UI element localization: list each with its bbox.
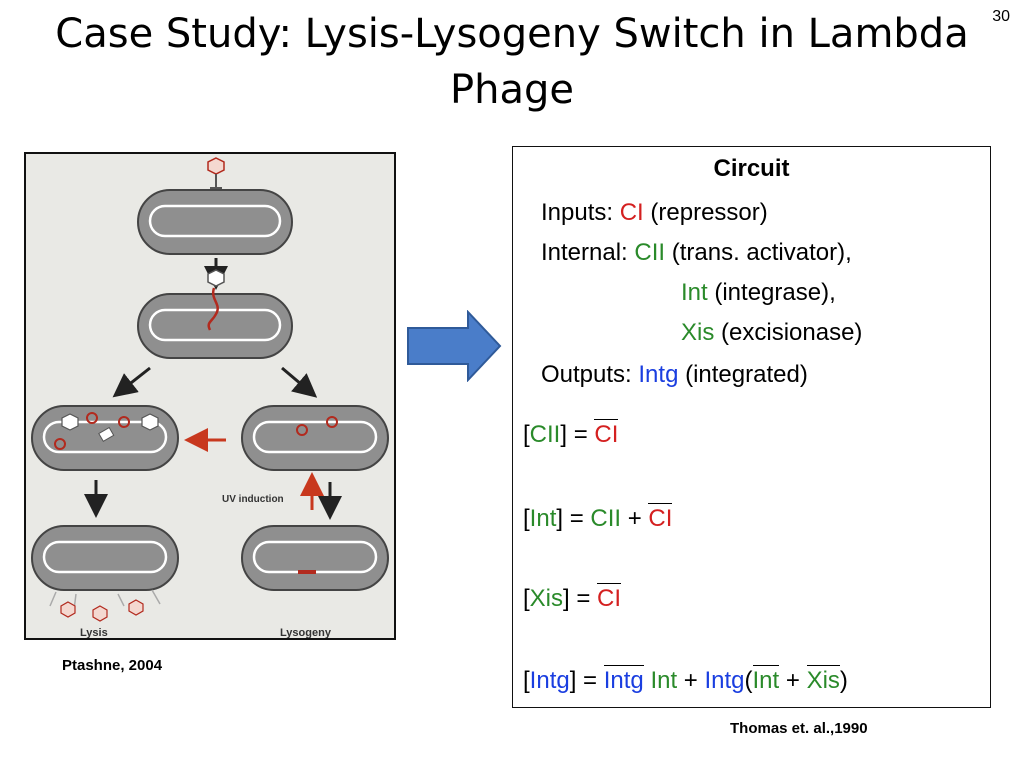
equation-xis: [Xis] = CI [523, 583, 622, 612]
internal-line-xis: Xis (excisionase) [681, 319, 863, 346]
page-number: 30 [992, 8, 1010, 25]
lysis-label: Lysis [80, 627, 108, 639]
bacterium-cell-1 [137, 189, 293, 255]
lytic-cell [31, 405, 179, 471]
figure-citation: Ptashne, 2004 [62, 657, 163, 674]
ci-input: CI [619, 199, 644, 226]
arrow-to-lysis [112, 366, 151, 398]
inputs-line: Inputs: CI (repressor) [541, 199, 768, 226]
slide-title: Case Study: Lysis-Lysogeny Switch in Lam… [55, 11, 969, 113]
equation-int: [Int] = CII + CI [523, 503, 673, 532]
internal-line-int: Int (integrase), [681, 279, 836, 306]
lysing-cell [31, 525, 179, 622]
circuit-heading: Circuit [713, 155, 790, 182]
lysogen-cell [241, 525, 389, 591]
uv-induction-label: UV induction [222, 494, 284, 505]
lifecycle-illustration: UV induction Lysis Lysogeny [31, 157, 389, 639]
equation-intg: [Intg] = Intg Int + Intg(Int + Xis) [523, 665, 848, 694]
arrow-to-lysogeny [281, 366, 318, 398]
equation-cii: [CII] = CI [523, 419, 619, 448]
empty-capsid-icon [207, 269, 225, 287]
bacterium-cell-2 [137, 287, 293, 359]
right-arrow-icon [407, 310, 502, 382]
circuit-panel: Circuit Inputs: CI (repressor) Internal:… [512, 146, 991, 708]
lysogenic-cell-circle [241, 405, 389, 471]
lysogeny-label: Lysogeny [280, 627, 332, 639]
internal-line-cii: Internal: CII (trans. activator), [541, 239, 852, 266]
phage-attaching-icon [207, 157, 225, 189]
outputs-line: Outputs: Intg (integrated) [541, 361, 808, 388]
lambda-lifecycle-figure: UV induction Lysis Lysogeny [24, 152, 396, 640]
circuit-citation: Thomas et. al.,1990 [730, 720, 868, 737]
